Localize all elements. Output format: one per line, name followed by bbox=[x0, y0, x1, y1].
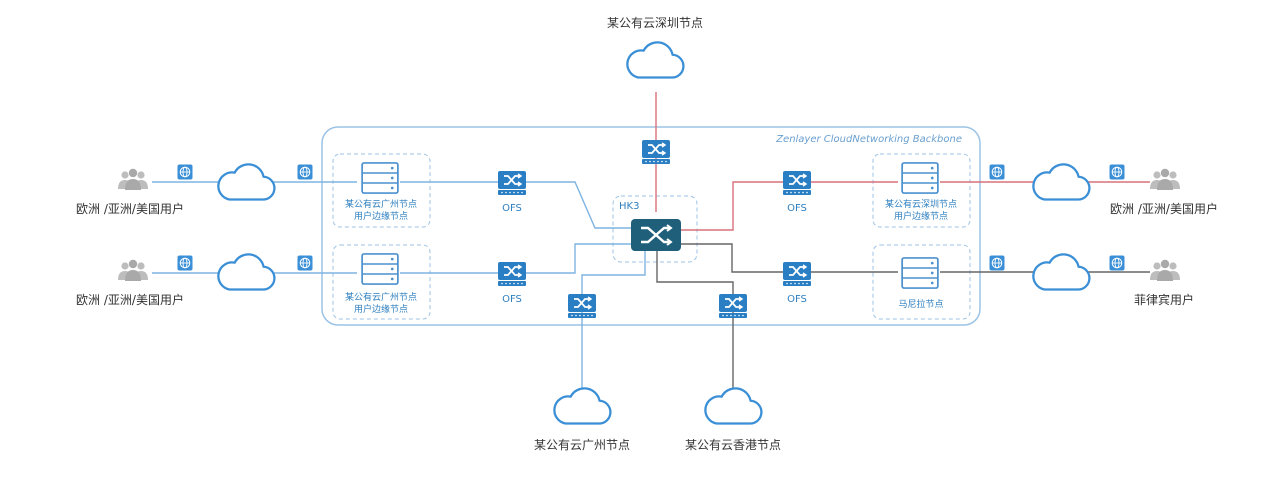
node-label-left-bottom-1: 某公有云广州节点 bbox=[345, 291, 417, 303]
ofs-label-right-bottom: OFS bbox=[787, 294, 807, 305]
link-left-top-hub bbox=[400, 181, 636, 229]
link-hub-hongkong bbox=[656, 250, 734, 400]
node-label-left-top-1: 某公有云广州节点 bbox=[345, 198, 417, 210]
cloud-icon bbox=[217, 163, 276, 201]
user-label-right-top: 欧洲 /亚洲/美国用户 bbox=[1110, 201, 1218, 216]
user-label-right-bottom: 菲律宾用户 bbox=[1134, 292, 1194, 307]
cloud-icon bbox=[1032, 163, 1091, 201]
ofs-label-left-top: OFS bbox=[502, 203, 522, 214]
link-hub-manila bbox=[675, 243, 898, 273]
server-icon bbox=[361, 253, 399, 285]
switch-icon bbox=[497, 170, 527, 196]
switch-icon bbox=[782, 170, 812, 196]
switch-icon bbox=[782, 261, 812, 287]
link-left-bottom-hub bbox=[400, 243, 636, 274]
cloud-icon bbox=[553, 387, 612, 425]
user-label-left-top: 欧洲 /亚洲/美国用户 bbox=[76, 201, 184, 216]
cloud-label-guangzhou: 某公有云广州节点 bbox=[534, 438, 630, 452]
link-hub-guangzhou bbox=[581, 248, 646, 400]
users-icon bbox=[118, 168, 148, 190]
node-box-left-top bbox=[332, 153, 431, 228]
node-box-right-bottom bbox=[872, 244, 971, 320]
backbone-frame bbox=[321, 126, 981, 326]
globe-icon bbox=[989, 255, 1005, 271]
switch-icon bbox=[641, 139, 671, 165]
users-icon bbox=[1150, 168, 1180, 190]
switch-icon bbox=[718, 293, 748, 319]
cloud-icon bbox=[704, 387, 763, 425]
switch-icon bbox=[497, 261, 527, 287]
globe-icon bbox=[1109, 164, 1125, 180]
user-label-left-bottom: 欧洲 /亚洲/美国用户 bbox=[76, 292, 184, 307]
globe-icon bbox=[297, 164, 313, 180]
node-label-left-top-2: 用户边缘节点 bbox=[354, 210, 408, 222]
cloud-label-shenzhen: 某公有云深圳节点 bbox=[607, 16, 703, 30]
node-label-right-top-1: 某公有云深圳节点 bbox=[885, 198, 957, 210]
link-hub-shenzhen-edge bbox=[675, 181, 898, 231]
users-icon bbox=[1150, 259, 1180, 281]
hub-box bbox=[612, 195, 698, 263]
cloud-icon bbox=[1032, 253, 1091, 291]
node-label-right-top-2: 用户边缘节点 bbox=[894, 210, 948, 222]
ofs-label-right-top: OFS bbox=[787, 203, 807, 214]
node-box-left-bottom bbox=[332, 244, 431, 320]
globe-icon bbox=[989, 164, 1005, 180]
hub-switch-icon bbox=[631, 219, 681, 251]
node-box-right-top bbox=[872, 153, 971, 228]
server-icon bbox=[361, 162, 399, 194]
backbone-title: Zenlayer CloudNetworking Backbone bbox=[775, 134, 962, 145]
globe-icon bbox=[297, 255, 313, 271]
server-icon bbox=[901, 162, 939, 194]
hub-label: HK3 bbox=[619, 201, 639, 212]
globe-icon bbox=[177, 255, 193, 271]
cloud-icon bbox=[626, 41, 685, 79]
node-label-left-bottom-2: 用户边缘节点 bbox=[354, 303, 408, 315]
cloud-icon bbox=[217, 253, 276, 291]
switch-icon bbox=[567, 293, 597, 319]
globe-icon bbox=[1109, 255, 1125, 271]
node-label-right-bottom-1: 马尼拉节点 bbox=[898, 298, 943, 310]
cloud-label-hongkong: 某公有云香港节点 bbox=[685, 438, 781, 452]
server-icon bbox=[901, 257, 939, 289]
ofs-label-left-bottom: OFS bbox=[502, 294, 522, 305]
users-icon bbox=[118, 259, 148, 281]
globe-icon bbox=[177, 164, 193, 180]
